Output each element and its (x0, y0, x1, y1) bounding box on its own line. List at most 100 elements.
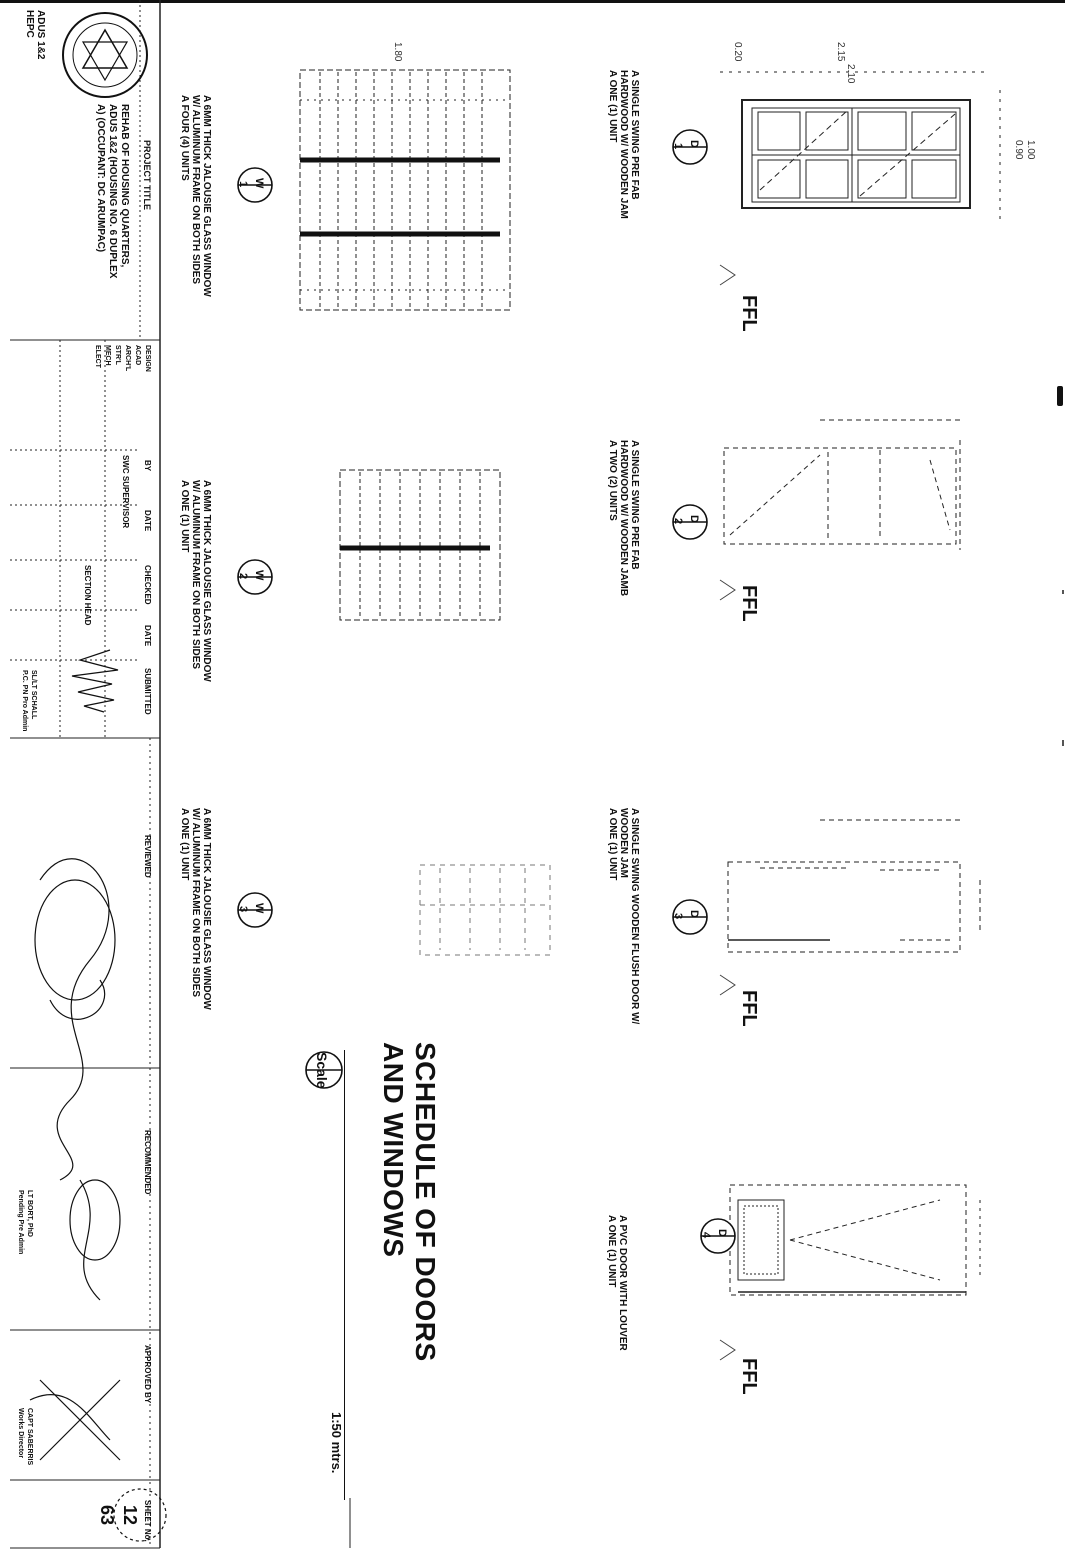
w3-num: 3 (237, 906, 249, 913)
d1-note-2: HARDWOOD W/ WOODEN JAM (618, 70, 629, 219)
recommend-name-2: Pending Pre Admin (17, 1190, 24, 1255)
project-title-line-1: REHAB OF HOUSING QUARTERS, (119, 104, 130, 268)
d4-note-1: A PVC DOOR WITH LOUVER (617, 1215, 628, 1351)
w2-note-3: A ONE (1) UNIT (179, 480, 190, 553)
col-header-date2: DATE (143, 625, 152, 647)
d3-notes: A SINGLE SWING WOODEN FLUSH DOOR W/ WOOD… (607, 808, 640, 1024)
submitted-names: SL/LT SCHALL P.C. PN Pro Admin (20, 670, 38, 731)
right-margin-tick (1062, 590, 1064, 594)
d3-note-1: A SINGLE SWING WOODEN FLUSH DOOR W/ (629, 808, 640, 1025)
door-d4-elevation (729, 1184, 981, 1296)
door-d2-elevation (723, 419, 961, 550)
d1-num: 1 (672, 143, 684, 150)
approved-name-1: CAPT SABERRIS (26, 1408, 33, 1466)
col-header-by: BY (143, 460, 152, 472)
d3-code: D (688, 910, 700, 918)
d3-note-3: A ONE (1) UNIT (607, 808, 618, 881)
sheet-label: SHEET No. (143, 1500, 152, 1542)
d4-num: 4 (700, 1232, 712, 1239)
design-label-6: ELECT (94, 345, 101, 368)
ffl-marks (719, 264, 736, 1361)
w3-note-1: A 6MM THICK JALOUSIE GLASS WINDOW (201, 808, 212, 1010)
approved-label: APPROVED BY (143, 1345, 152, 1404)
submitted-name-2: P.C. PN Pro Admin (21, 670, 28, 732)
d3-ffl: FFL (738, 990, 760, 1027)
w2-note-2: W/ ALUMINUM FRAME ON BOTH SIDES (190, 480, 201, 670)
col-header-submitted: SUBMITTED (143, 668, 152, 715)
recommend-name-1: LT BORT, PhD (26, 1190, 33, 1237)
w1-note-1: A 6MM THICK JALOUSIE GLASS WINDOW (201, 95, 212, 297)
scale-value: 1:50 mtrs. (329, 1412, 344, 1474)
scale-underline (344, 1050, 345, 1500)
w3-notes: A 6MM THICK JALOUSIE GLASS WINDOW W/ ALU… (179, 808, 212, 1010)
door-d3-elevation (727, 819, 981, 953)
w3-code: W (253, 903, 265, 914)
col-header-checked: CHECKED (143, 565, 152, 605)
d3-note-2: WOODEN JAM (618, 808, 629, 878)
project-title-line-2: ADUS 1&2 (HOUSING NO. 6 DUPLEX (107, 104, 118, 279)
project-title: REHAB OF HOUSING QUARTERS, ADUS 1&2 (HOU… (94, 104, 130, 278)
dim-top: 2.15 (835, 42, 846, 62)
project-title-label: PROJECT TITLE (142, 140, 152, 211)
col-header-date1: DATE (143, 510, 152, 532)
dim-w1: 1.80 (392, 42, 403, 62)
page-title-line1: SCHEDULE OF DOORS (410, 1042, 441, 1362)
window-w1-elevation (299, 69, 511, 311)
d4-note-2: A ONE (1) UNIT (606, 1215, 617, 1288)
dim-side1: 1.00 (1025, 140, 1036, 160)
window-w2-elevation (339, 469, 501, 621)
agency-line-1: ADUS 1&2 (35, 10, 46, 60)
d2-code: D (688, 515, 700, 523)
w2-num: 2 (237, 573, 249, 580)
dimension-texts: 0.20 2.15 2.10 1.00 0.90 1.80 (392, 42, 1036, 160)
project-title-line-3: A) (OCCUPANT: DC ARUMPAC) (95, 104, 106, 253)
d4-code: D (716, 1229, 728, 1237)
d2-notes: A SINGLE SWING PRE FAB HARDWOOD W/ WOODE… (607, 440, 640, 596)
w1-note-2: W/ ALUMINUM FRAME ON BOTH SIDES (190, 95, 201, 285)
design-label-1: DESIGN (144, 345, 151, 372)
w1-note-3: A FOUR (4) UNITS (179, 95, 190, 181)
w1-num: 1 (237, 181, 249, 188)
recommend-label: RECOMMENDED (143, 1130, 152, 1195)
design-label-2: ACAD (134, 345, 141, 366)
d2-note-1: A SINGLE SWING PRE FAB (629, 440, 640, 570)
agency-line-2: HEPC (24, 10, 35, 38)
agency-name: ADUS 1&2 HEPC (24, 10, 46, 59)
d1-code: D (688, 140, 700, 148)
top-border (0, 0, 1065, 3)
submitted-name-1: SL/LT SCHALL (30, 670, 37, 720)
d2-ffl: FFL (738, 585, 760, 622)
d4-notes: A PVC DOOR WITH LOUVER A ONE (1) UNIT (606, 1215, 628, 1351)
recommend-name: LT BORT, PhD Pending Pre Admin (16, 1190, 34, 1254)
agency-seal (62, 12, 148, 98)
scale-label: Scale (314, 1052, 330, 1089)
sheet-number: 12 (120, 1505, 140, 1526)
reviewed-label: REVIEWED (143, 835, 152, 878)
w1-notes: A 6MM THICK JALOUSIE GLASS WINDOW W/ ALU… (179, 95, 212, 297)
d3-num: 3 (672, 913, 684, 920)
design-labels: DESIGN ACAD ARCH'L STR'L MECH ELECT (92, 345, 152, 372)
section-circles (237, 129, 736, 1254)
door-d1-elevation (720, 71, 1001, 220)
d2-num: 2 (672, 518, 684, 525)
signatures (29, 649, 167, 1542)
dim-side2: 0.90 (1013, 140, 1024, 160)
dim-top-left: 0.20 (732, 42, 743, 62)
design-label-4: STR'L (114, 345, 121, 365)
approved-name: CAPT SABERRIS Works Director (16, 1408, 34, 1465)
w2-note-1: A 6MM THICK JALOUSIE GLASS WINDOW (201, 480, 212, 682)
d1-note-3: A ONE (1) UNIT (607, 70, 618, 143)
w2-notes: A 6MM THICK JALOUSIE GLASS WINDOW W/ ALU… (179, 480, 212, 682)
right-margin-mark (1057, 386, 1063, 406)
d1-notes: A SINGLE SWING PRE FAB HARDWOOD W/ WOODE… (607, 70, 640, 219)
window-w3-elevation (419, 864, 551, 956)
d4-ffl: FFL (738, 1358, 760, 1395)
design-label-5: MECH (104, 345, 111, 366)
row-label-section: SECTION HEAD (83, 565, 92, 626)
page-title-line2: AND WINDOWS (378, 1042, 409, 1258)
right-margin-tick (1062, 740, 1064, 746)
approved-name-2: Works Director (17, 1408, 24, 1459)
d1-ffl: FFL (738, 295, 760, 332)
design-label-3: ARCH'L (124, 345, 131, 372)
